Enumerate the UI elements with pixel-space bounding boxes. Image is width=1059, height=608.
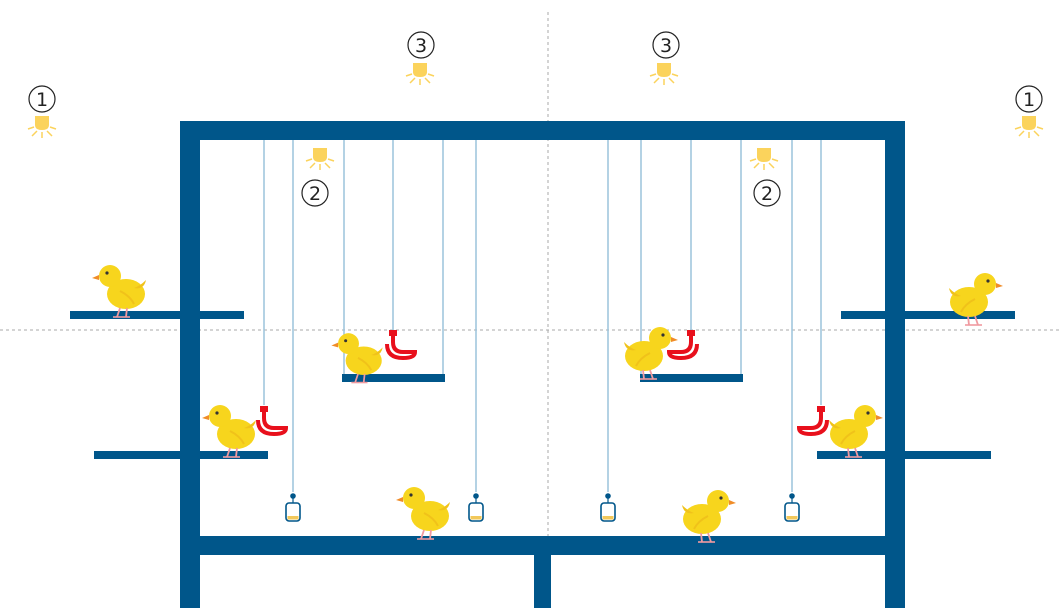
- feeder-cup-icon: [468, 492, 484, 522]
- building-structure: [70, 121, 1015, 608]
- lamp-icon: [749, 147, 779, 171]
- feeder-cup-icon: [784, 492, 800, 522]
- marker-label: 3: [415, 35, 427, 57]
- chick-icon: [201, 404, 257, 458]
- roof-beam: [180, 121, 905, 140]
- chick-icon: [395, 486, 451, 540]
- center-post: [534, 536, 551, 608]
- marker-label: 2: [309, 183, 321, 205]
- nipple-drinker-icon: [385, 328, 417, 360]
- hanging-ropes: [263, 140, 822, 492]
- perch-left-upper: [70, 311, 244, 319]
- lamp-icon: [27, 115, 57, 139]
- marker-2-right: 2: [753, 179, 781, 207]
- hanging-platform-right: [640, 374, 743, 382]
- lamp-icon: [649, 62, 679, 86]
- feeder-cup-icon: [600, 492, 616, 522]
- marker-label: 1: [36, 89, 48, 111]
- nipple-drinker-icon: [667, 328, 699, 360]
- lamp-icon: [1014, 115, 1044, 139]
- marker-label: 1: [1023, 89, 1035, 111]
- chick-icon: [681, 489, 737, 543]
- chick-icon: [91, 264, 147, 318]
- marker-label: 2: [761, 183, 773, 205]
- marker-label: 3: [660, 35, 672, 57]
- marker-3-right: 3: [652, 31, 680, 59]
- left-wall: [180, 121, 200, 608]
- lamp-icon: [405, 62, 435, 86]
- perch-right-lower: [817, 451, 991, 459]
- chick-icon: [828, 404, 884, 458]
- lamp-icon: [305, 147, 335, 171]
- marker-3-left: 3: [407, 31, 435, 59]
- nipple-drinker-icon: [256, 404, 288, 436]
- perch-right-upper: [841, 311, 1015, 319]
- right-wall: [885, 121, 905, 608]
- feeder-cup-icon: [285, 492, 301, 522]
- hanging-platform-left: [342, 374, 445, 382]
- marker-1-left: 1: [28, 85, 56, 113]
- marker-2-left: 2: [301, 179, 329, 207]
- perch-left-lower: [94, 451, 268, 459]
- marker-1-right: 1: [1015, 85, 1043, 113]
- nipple-drinker-icon: [797, 404, 829, 436]
